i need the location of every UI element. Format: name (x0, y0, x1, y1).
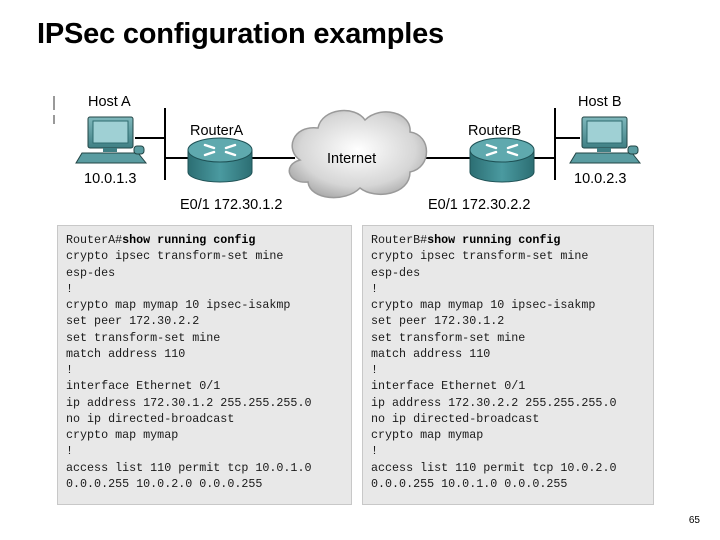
router-a-icon (187, 137, 253, 183)
router-a-prompt: RouterA# (66, 233, 123, 247)
config-line: interface Ethernet 0/1 (371, 379, 526, 394)
config-line: crypto ipsec transform-set mine (66, 249, 284, 264)
config-line: ip address 172.30.1.2 255.255.255.0 (66, 395, 312, 410)
router-b-label: RouterB (468, 123, 522, 139)
internet-label: Internet (327, 151, 377, 167)
config-line: ! (371, 281, 379, 296)
host-a-ip: 10.0.1.3 (84, 171, 137, 187)
router-b-command-line: RouterB#show running config (371, 232, 653, 248)
router-b-command: show running config (427, 233, 561, 247)
config-line: interface Ethernet 0/1 (66, 379, 221, 394)
host-b-computer-icon (569, 116, 642, 164)
config-line: crypto map mymap (371, 428, 484, 442)
config-line: no ip directed-broadcast (371, 411, 540, 426)
config-line: match address 110 (66, 346, 186, 361)
router-a-command: show running config (122, 233, 256, 247)
config-line: no ip directed-broadcast (66, 411, 235, 426)
config-line: crypto map mymap 10 ipsec-isakmp (371, 298, 596, 312)
config-line: esp-des (371, 265, 421, 280)
config-line: set transform-set mine (66, 330, 221, 345)
config-line: ! (66, 281, 74, 296)
router-a-command-line: RouterA#show running config (66, 232, 351, 248)
config-line: set transform-set mine (371, 330, 526, 345)
config-line: crypto ipsec transform-set mine (371, 249, 589, 264)
page-title: IPSec configuration examples (37, 18, 444, 50)
router-b-prompt: RouterB# (371, 233, 428, 247)
config-line: esp-des (66, 265, 116, 280)
config-line: ip address 172.30.2.2 255.255.255.0 (371, 395, 617, 410)
router-b-icon (469, 137, 535, 183)
config-line: ! (66, 444, 74, 459)
router-a-interface: E0/1 172.30.1.2 (180, 197, 283, 213)
host-b-label: Host B (578, 94, 622, 110)
config-line: set peer 172.30.1.2 (371, 314, 505, 329)
router-b-config-panel: RouterB#show running config crypto ipsec… (362, 225, 654, 505)
config-line: ! (371, 363, 379, 377)
config-line: access list 110 permit tcp 10.0.2.0 (371, 460, 617, 475)
config-line: crypto map mymap 10 ipsec-isakmp (66, 298, 291, 312)
config-line: ! (371, 444, 379, 459)
router-a-label: RouterA (190, 123, 244, 139)
config-line: crypto map mymap (66, 428, 179, 442)
config-line: 0.0.0.255 10.0.1.0 0.0.0.255 (371, 476, 568, 491)
config-line: match address 110 (371, 346, 491, 361)
config-line: 0.0.0.255 10.0.2.0 0.0.0.255 (66, 476, 263, 491)
host-a-label: Host A (88, 94, 131, 110)
router-a-config-panel: RouterA#show running config crypto ipsec… (57, 225, 352, 505)
router-b-interface: E0/1 172.30.2.2 (428, 197, 531, 213)
host-b-ip: 10.0.2.3 (574, 171, 627, 187)
host-a-computer-icon (75, 116, 148, 164)
config-line: set peer 172.30.2.2 (66, 314, 200, 329)
internet-cloud-icon (288, 109, 428, 199)
config-line: ! (66, 363, 74, 377)
config-line: access list 110 permit tcp 10.0.1.0 (66, 460, 312, 475)
page-number: 65 (688, 515, 700, 526)
